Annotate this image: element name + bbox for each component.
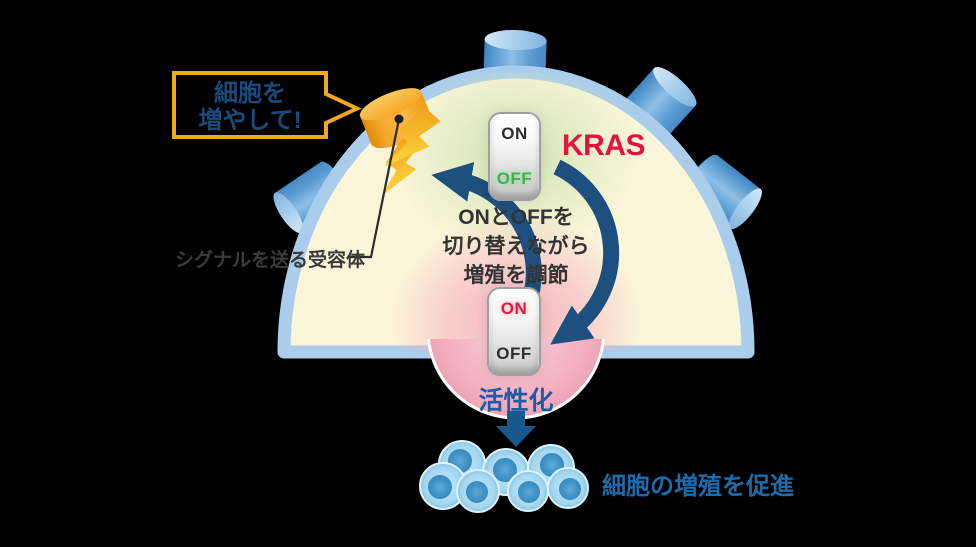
receptor-knob-right	[685, 154, 762, 230]
kras-label: KRAS	[562, 129, 646, 162]
cell-nucleus	[493, 458, 517, 482]
activation-label: 活性化	[478, 387, 554, 415]
cell-nucleus	[466, 481, 488, 503]
cell-cluster	[419, 440, 589, 513]
cycle-description-line-3: 増殖を調節	[463, 264, 569, 287]
speech-bubble-line-2: 増やして!	[198, 107, 302, 134]
cell	[456, 469, 500, 513]
speech-bubble-line-1: 細胞を	[214, 80, 286, 107]
speech-bubble	[172, 71, 362, 139]
cycle-description-line-1: ONとOFFを	[458, 206, 574, 229]
down-arrow	[496, 411, 536, 447]
cell-nucleus	[518, 481, 540, 503]
proliferation-label: 細胞の増殖を促進	[602, 473, 794, 500]
cycle-arrow-right	[550, 159, 620, 345]
cell	[419, 462, 467, 510]
switch-bottom: ON OFF	[487, 287, 541, 376]
cell-nucleus	[559, 478, 581, 500]
receptor-pointer-line	[348, 118, 401, 259]
switch-top-off-label: OFF	[496, 169, 533, 188]
switch-top: ON OFF	[488, 112, 541, 201]
cell	[507, 470, 549, 512]
switch-top-on-label: ON	[501, 124, 528, 143]
cycle-description: ONとOFFを 切り替えながら 増殖を調節	[406, 203, 626, 290]
switch-bottom-on-label: ON	[500, 299, 528, 318]
switch-bottom-off-label: OFF	[496, 344, 532, 363]
cell	[547, 467, 589, 509]
cell-nucleus	[428, 475, 452, 499]
signal-lightning-bolt-2	[383, 107, 441, 167]
receptor-pointer-dot	[394, 114, 404, 124]
receptor-label: シグナルを送る受容体	[175, 250, 366, 271]
cycle-description-line-2: 切り替えながら	[442, 235, 590, 258]
speech-bubble-text: 細胞を 増やして!	[174, 80, 326, 134]
